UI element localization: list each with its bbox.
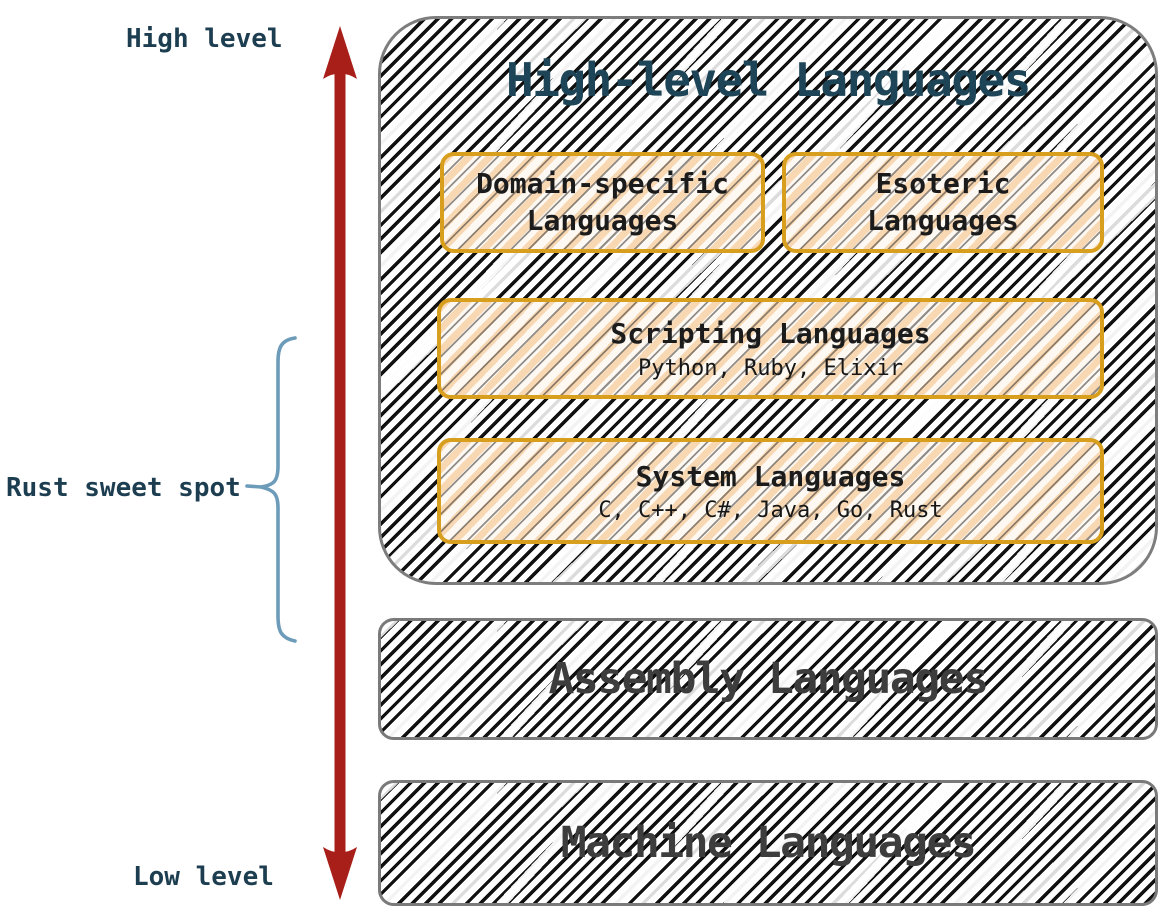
scripting-examples: Python, Ruby, Elixir [638, 355, 903, 381]
system-examples: C, C++, C#, Java, Go, Rust [598, 498, 943, 524]
assembly-title: Assembly Languages [548, 654, 990, 704]
scripting-title: Scripting Languages [610, 317, 931, 351]
high-level-group-title: High-level Languages [506, 53, 1031, 107]
domain-specific-subtitle: Languages [526, 203, 679, 237]
level-axis-double-arrow-icon [323, 26, 357, 900]
high-level-label: High level [126, 24, 283, 54]
machine-title: Machine Languages [560, 818, 977, 868]
esoteric-subtitle: Languages [867, 203, 1019, 237]
esoteric-languages-box: Esoteric Languages [782, 152, 1104, 253]
rust-sweet-spot-label: Rust sweet spot [6, 473, 241, 503]
system-languages-box: System Languages C, C++, C#, Java, Go, R… [437, 438, 1104, 544]
scripting-languages-box: Scripting Languages Python, Ruby, Elixir [437, 298, 1104, 399]
domain-specific-title: Domain-specific [476, 166, 729, 200]
assembly-languages-box: Assembly Languages [378, 618, 1158, 740]
low-level-label: Low level [133, 862, 274, 892]
sweet-spot-brace-icon [245, 336, 297, 643]
esoteric-title: Esoteric [875, 166, 1011, 200]
system-title: System Languages [635, 459, 906, 493]
machine-languages-box: Machine Languages [378, 780, 1158, 906]
domain-specific-languages-box: Domain-specific Languages [440, 152, 765, 253]
